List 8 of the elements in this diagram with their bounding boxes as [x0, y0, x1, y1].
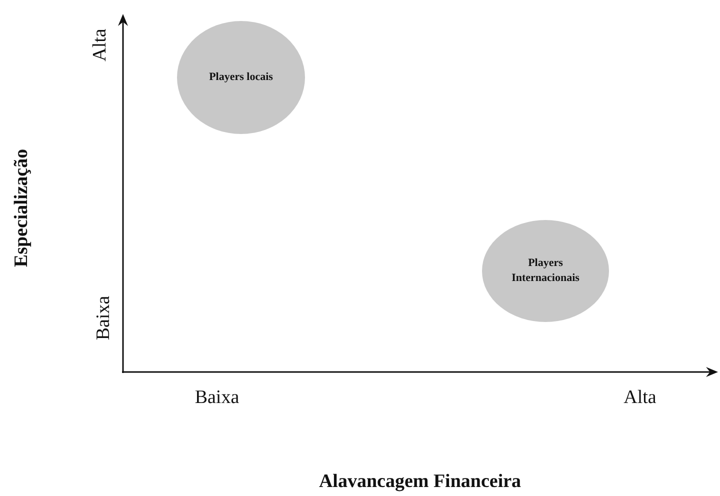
axis-title: Especialização [11, 148, 33, 268]
axis-tick-label: Baixa [93, 296, 115, 340]
bubble-label: Players Internacionais [510, 256, 580, 286]
axis-tick-label: Baixa [194, 387, 240, 409]
bubble-label: Players locais [208, 70, 274, 85]
axis-title: Alavancagem Financeira [318, 471, 522, 493]
axis-tick-label: Alta [89, 28, 111, 62]
axis-tick-label: Alta [624, 387, 656, 409]
